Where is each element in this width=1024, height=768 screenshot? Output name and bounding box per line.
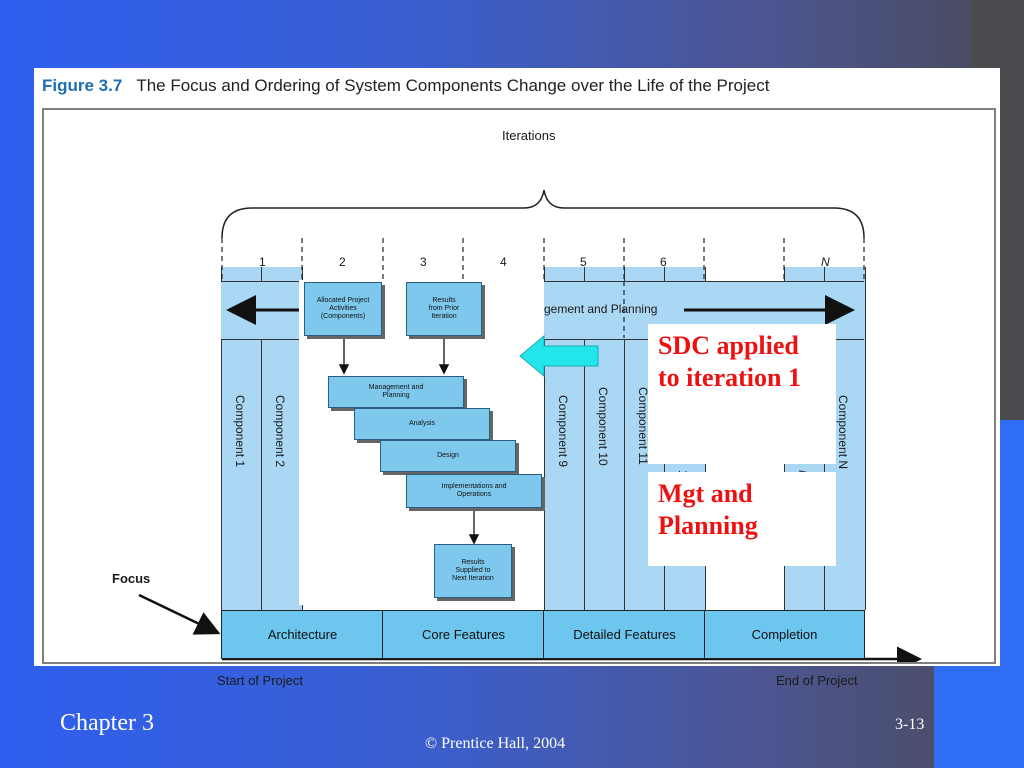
process-arrows [338,336,480,545]
mgt-planning-callout: Mgt and Planning [648,472,836,566]
phase-completion: Completion [704,610,865,659]
component-label: Component 11 [636,387,650,465]
iteration-number: 3 [420,255,427,269]
next-results-box: Results Supplied to Next Iteration [434,544,512,598]
diagram-frame: Iterations 1 2 3 4 5 6 N gement and Plan… [42,108,996,688]
implementation-operations-box: Implementations and Operations [406,474,542,508]
phase-architecture: Architecture [221,610,384,659]
focus-arrow [138,593,221,635]
iteration-number: 1 [259,255,266,269]
component-label: Component N [836,395,850,470]
allocated-activities-box: Allocated Project Activities (Components… [304,282,382,336]
figure-number: Figure 3.7 [42,76,123,95]
iterations-brace [221,189,865,239]
iteration-number: N [821,255,830,269]
iterations-label: Iterations [502,128,556,143]
analysis-box: Analysis [354,408,490,440]
component-label: Component 2 [273,395,287,468]
end-of-project-label: End of Project [776,673,858,688]
phase-detailed-features: Detailed Features [543,610,706,659]
diagram-lines [138,189,922,662]
prior-results-box: Results from Prior Iteration [406,282,482,336]
iteration-number: 5 [580,255,587,269]
figure-title: The Focus and Ordering of System Compone… [136,76,770,95]
focus-label: Focus [112,571,151,586]
component-label: Component 9 [556,395,570,468]
phase-core-features: Core Features [382,610,545,659]
component-label: Component 10 [596,387,610,466]
iteration-number: 2 [339,255,346,269]
iteration-separators [221,238,865,338]
figure-caption: Figure 3.7 The Focus and Ordering of Syst… [42,76,769,96]
sdc-callout: SDC applied to iteration 1 [648,324,836,464]
management-planning-box: Management and Planning [328,376,464,408]
component-label: Component 1 [233,395,247,468]
design-box: Design [380,440,516,472]
copyright-label: © Prentice Hall, 2004 [425,735,566,752]
start-of-project-label: Start of Project [217,673,303,688]
chapter-label: Chapter 3 [60,710,154,736]
iteration-number: 6 [660,255,667,269]
cyan-arrow-icon [519,334,599,378]
page-number: 3-13 [895,716,925,733]
iteration-number: 4 [500,255,507,269]
management-planning-label: gement and Planning [544,302,658,316]
figure-panel: Figure 3.7 The Focus and Ordering of Syst… [34,68,1000,688]
